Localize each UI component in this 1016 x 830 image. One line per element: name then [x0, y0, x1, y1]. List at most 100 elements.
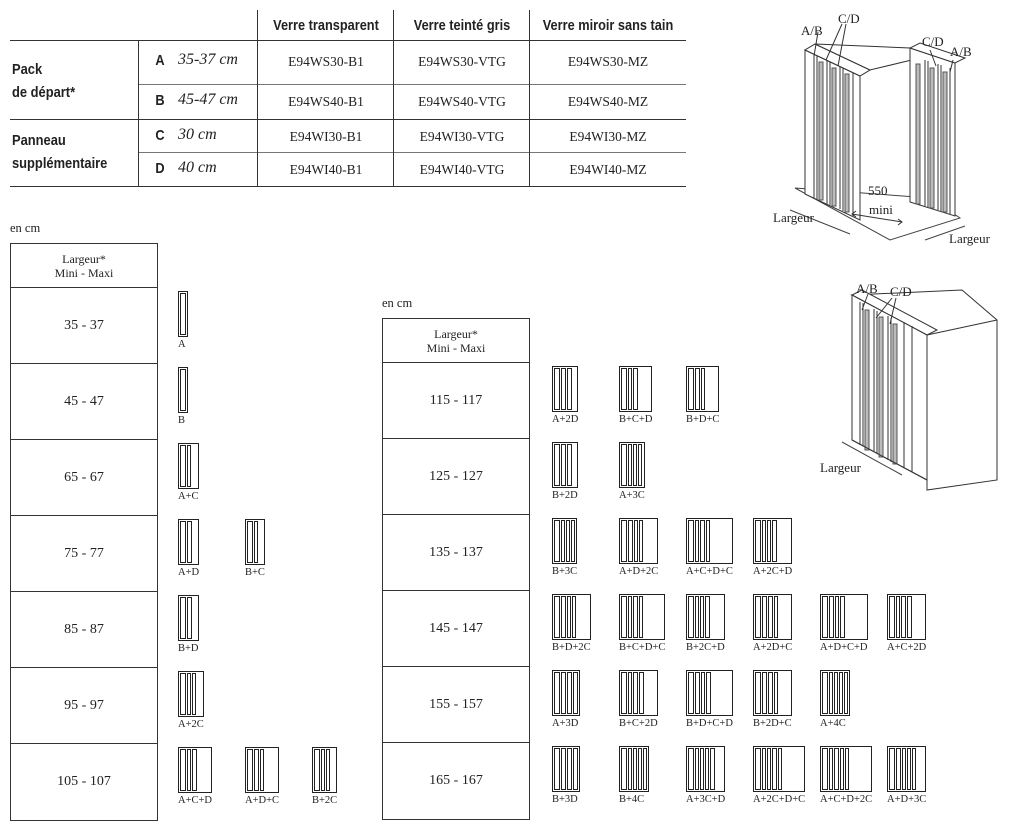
panel-c	[840, 748, 844, 790]
diag-top-label-550: 550	[868, 183, 888, 198]
panels-diagram	[887, 594, 927, 640]
panels-diagram	[619, 746, 649, 792]
panel-c	[774, 672, 778, 714]
combo-label: B+2C	[312, 795, 338, 806]
diag-top-label-mini: mini	[869, 202, 893, 217]
panel-c	[695, 520, 699, 562]
panels-diagram	[552, 746, 580, 792]
combo-label: B+2C+D	[686, 642, 725, 653]
panel-combo-icon: B+3D	[552, 746, 580, 805]
diag-top-label-cd-right: C/D	[922, 34, 944, 49]
panel-combo-icon: A+D+2C	[619, 518, 659, 577]
width-range-cell: 125 - 127	[383, 438, 529, 514]
panel-d	[561, 596, 566, 638]
panel-b	[180, 369, 186, 411]
panels-diagram	[820, 670, 850, 716]
panels-diagram	[686, 366, 720, 412]
panel-d	[254, 749, 259, 791]
panel-a	[889, 596, 895, 638]
panel-d	[840, 596, 845, 638]
panel-d	[700, 520, 705, 562]
panel-c	[643, 748, 647, 790]
combo-label: B+C	[245, 567, 265, 578]
panel-combo-icon: B+D+C	[686, 366, 720, 425]
combo-label: A+D+C+D	[820, 642, 868, 653]
panel-c	[829, 748, 833, 790]
panel-b	[621, 596, 627, 638]
combo-label: A+3C	[619, 490, 645, 501]
combo-label: B+3C	[552, 566, 578, 577]
panel-b	[688, 596, 694, 638]
panel-c	[705, 748, 709, 790]
panel-c	[567, 596, 571, 638]
panel-c	[844, 672, 848, 714]
panel-combo-icon: A+D+C	[245, 747, 280, 806]
panel-d	[567, 368, 572, 410]
panel-c	[321, 749, 325, 791]
panels-diagram	[820, 594, 868, 640]
panel-d	[768, 672, 773, 714]
combo-label: B	[178, 415, 186, 426]
product-code: E94WI30-B1	[289, 129, 363, 144]
panel-b	[554, 748, 560, 790]
panel-combo-icon: A+2C	[178, 671, 204, 730]
diag-bottom-label-ab: A/B	[856, 281, 878, 296]
combo-label: B+D+C	[686, 414, 720, 425]
panel-combo-icon: A+3D	[552, 670, 580, 729]
panels-diagram	[686, 670, 733, 716]
width-range-cell: 75 - 77	[11, 515, 157, 591]
combo-label: B+3D	[552, 794, 578, 805]
panel-c	[572, 596, 576, 638]
panel-a	[755, 520, 761, 562]
panel-c	[260, 749, 264, 791]
panel-combo-icon: B+C	[245, 519, 265, 578]
panel-combo-icon: B+2D+C	[753, 670, 792, 729]
panel-combo-icon: A+D+3C	[887, 746, 927, 805]
combo-label: B+C+2D	[619, 718, 658, 729]
diag-bottom-label-largeur: Largeur	[820, 460, 861, 475]
panel-d	[829, 596, 834, 638]
panel-c	[639, 596, 643, 638]
width-range-cell: 115 - 117	[383, 362, 529, 438]
panel-c	[834, 672, 838, 714]
panel-c	[628, 368, 632, 410]
panel-d	[187, 521, 192, 563]
combo-label: A+4C	[820, 718, 846, 729]
combo-label: A+C+2D	[887, 642, 927, 653]
panels-diagram	[178, 747, 213, 793]
panels-diagram	[619, 442, 645, 488]
header-verre-teinte-gris: Verre teinté gris	[413, 18, 511, 34]
panel-b	[755, 672, 761, 714]
product-code: E94WS40-VTG	[418, 94, 506, 109]
panel-combo-icon: A+2D	[552, 366, 579, 425]
panel-c	[187, 749, 191, 791]
panel-c	[254, 521, 258, 563]
panel-d	[695, 672, 700, 714]
product-code: E94WI40-VTG	[419, 162, 505, 177]
diag-top-label-largeur-right: Largeur	[949, 231, 990, 246]
shower-corner-diagram	[789, 23, 967, 241]
panel-combo-icon: A+C+D+2C	[820, 746, 873, 805]
panel-c	[829, 672, 833, 714]
panel-d	[633, 596, 638, 638]
panel-d	[561, 748, 566, 790]
panel-d	[896, 748, 901, 790]
panel-d	[567, 672, 572, 714]
width-range-cell: 65 - 67	[11, 439, 157, 515]
product-code: E94WS30-VTG	[418, 54, 506, 69]
panels-diagram	[178, 291, 188, 337]
product-code: E94WI40-B1	[289, 162, 363, 177]
row-size-c: 30 cm	[178, 126, 217, 143]
panel-b	[621, 748, 627, 790]
panels-diagram	[887, 746, 927, 792]
panel-a	[554, 368, 560, 410]
combo-label: A+3D	[552, 718, 579, 729]
panel-combo-icon: A+C+D+C	[686, 518, 733, 577]
panel-c	[561, 520, 565, 562]
panel-c	[639, 520, 643, 562]
combo-label: A+2C+D	[753, 566, 793, 577]
panel-combo-icon: B+C+D	[619, 366, 653, 425]
panel-combo-icon: A+C+2D	[887, 594, 927, 653]
panel-d	[633, 672, 638, 714]
panel-d	[639, 672, 644, 714]
